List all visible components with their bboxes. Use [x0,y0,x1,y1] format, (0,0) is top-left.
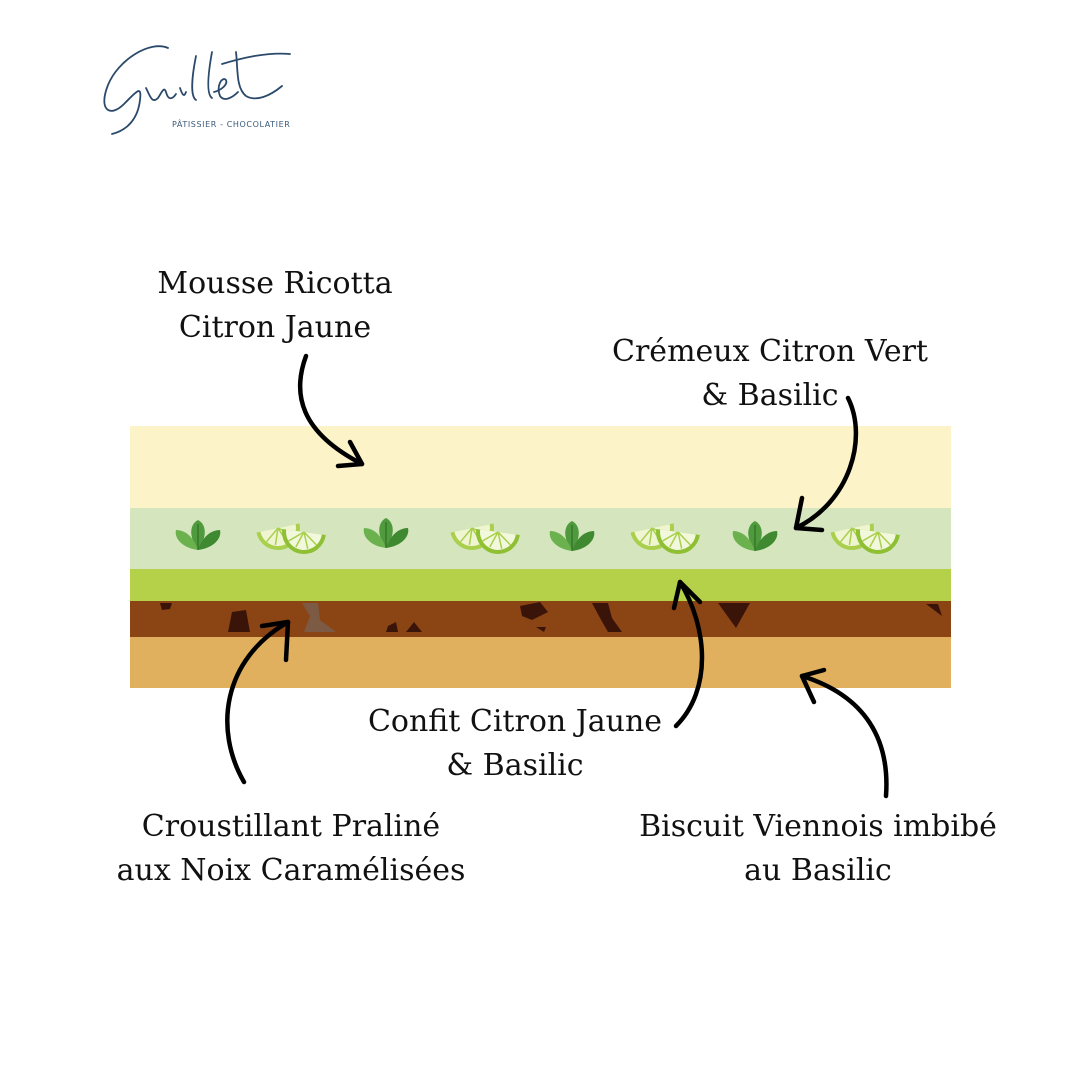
arrow-confit [673,579,705,729]
label-croustillant: Croustillant Praliné aux Noix Caramélisé… [106,805,476,893]
label-confit: Confit Citron Jaune & Basilic [352,700,678,788]
label-cremeux-line2: & Basilic [701,378,839,413]
label-biscuit: Biscuit Viennois imbibé au Basilic [622,805,1014,893]
label-biscuit-line2: au Basilic [744,853,892,888]
label-mousse-line2: Citron Jaune [178,310,372,345]
arrow-biscuit [799,673,889,799]
layer-confit [130,569,951,601]
arrowhead-confit [671,579,703,611]
label-cremeux: Crémeux Citron Vert & Basilic [598,330,942,418]
arrowhead-mousse [335,439,365,469]
layer-biscuit [130,637,951,688]
brand-tagline: PÂTISSIER - CHOCOLATIER [172,120,291,129]
arrow-croustillant [225,619,291,785]
layer-cremeux [130,508,951,569]
label-confit-line1: Confit Citron Jaune [367,704,663,739]
arrowhead-biscuit [799,667,827,705]
nut-pieces [160,602,942,632]
arrowhead-croustillant [259,619,291,663]
label-croustillant-line2: aux Noix Caramélisées [116,853,466,888]
layer-mousse [130,426,951,508]
label-biscuit-line1: Biscuit Viennois imbibé [639,809,997,844]
label-mousse-line1: Mousse Ricotta [157,266,393,301]
arrow-mousse [297,353,365,467]
arrowhead-cremeux [793,495,825,533]
label-cremeux-line1: Crémeux Citron Vert [612,334,928,369]
label-confit-line2: & Basilic [446,748,584,783]
label-mousse: Mousse Ricotta Citron Jaune [142,262,408,350]
arrow-cremeux [793,395,859,531]
label-croustillant-line1: Croustillant Praliné [141,809,441,844]
